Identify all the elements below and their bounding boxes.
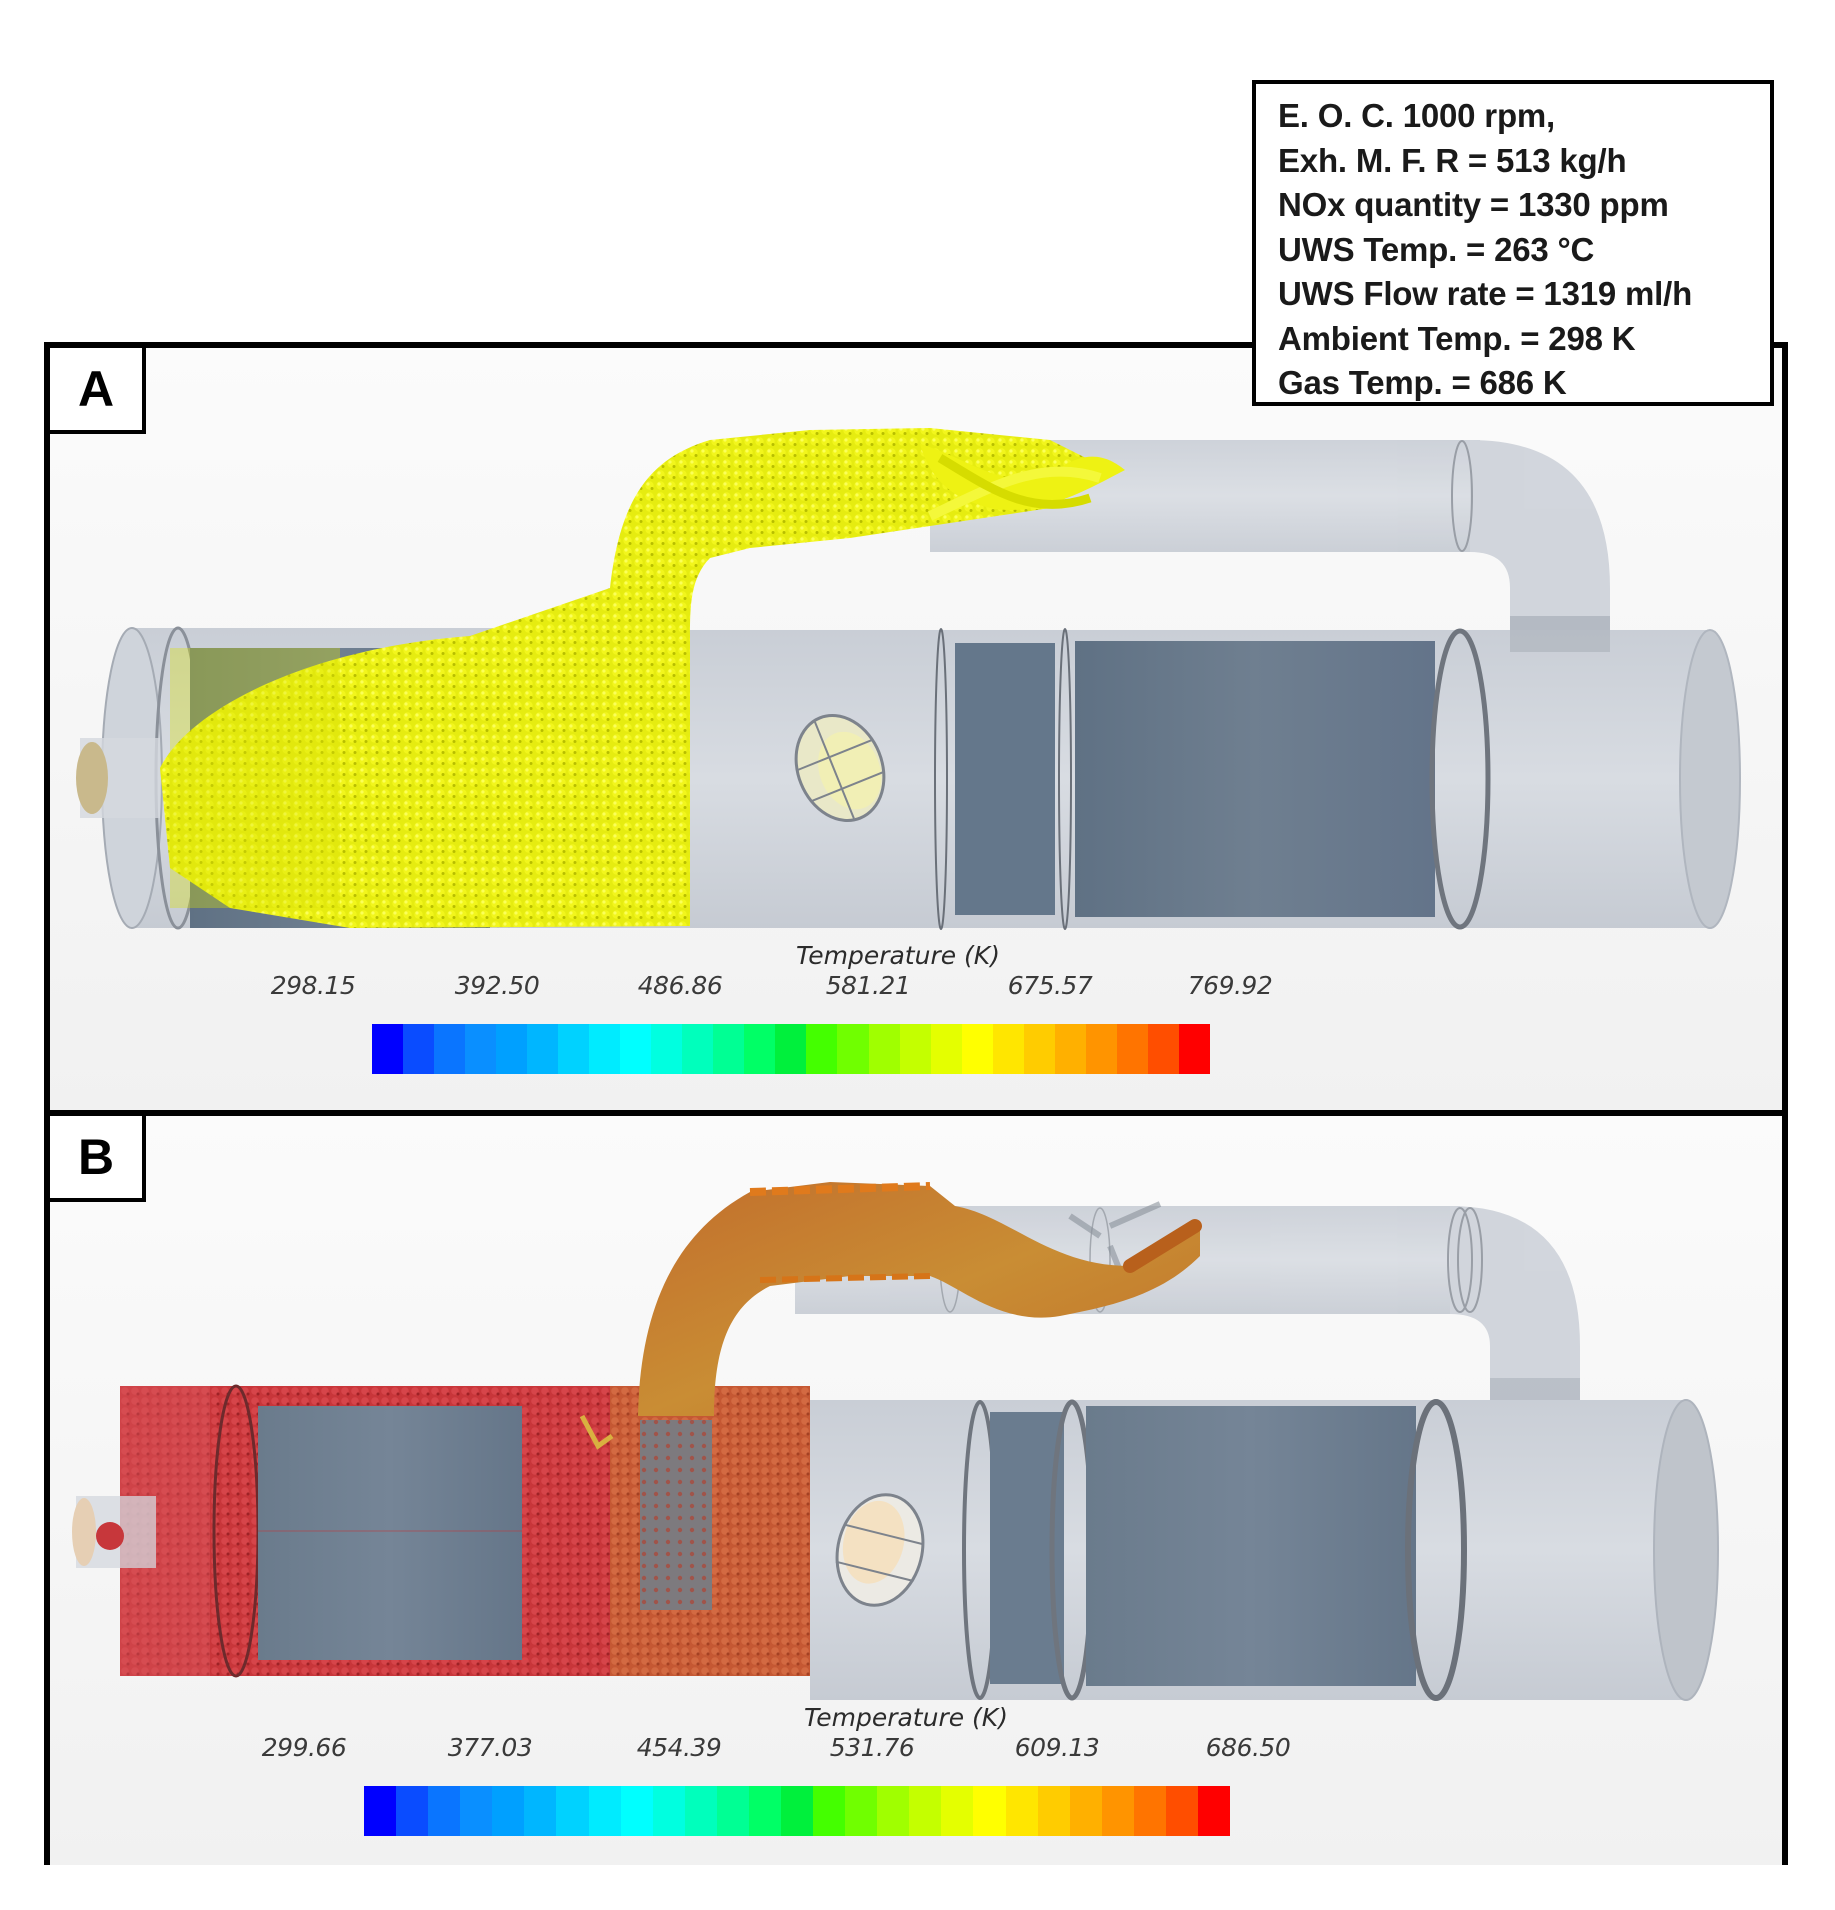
colorbar-band xyxy=(403,1024,435,1074)
uws-spray-plume-b xyxy=(638,1182,1202,1416)
aftertreatment-system-3d-view-a xyxy=(76,428,1741,930)
colorbar-tick-b-1: 377.03 xyxy=(447,1733,533,1762)
colorbar-band xyxy=(396,1786,429,1836)
colorbar-band xyxy=(1069,1786,1102,1836)
operating-conditions-box: E. O. C. 1000 rpm, Exh. M. F. R = 513 kg… xyxy=(1252,80,1774,406)
colorbar-band xyxy=(909,1786,942,1836)
colorbar-tick-a-2: 486.86 xyxy=(637,971,723,1000)
colorbar-band xyxy=(837,1024,869,1074)
panel-label-b: B xyxy=(50,1116,146,1202)
colorbar-band xyxy=(899,1024,931,1074)
colorbar-band xyxy=(682,1024,714,1074)
panel-a: A xyxy=(50,348,1782,1110)
colorbar-band xyxy=(434,1024,466,1074)
colorbar-band xyxy=(1037,1786,1070,1836)
colorbar-tick-a-5: 769.92 xyxy=(1187,971,1273,1000)
figure-frame: A xyxy=(44,342,1788,1865)
doc-dpf-canister xyxy=(72,1384,810,1678)
colorbar-b xyxy=(364,1786,1231,1836)
colorbar-band xyxy=(1165,1786,1199,1836)
info-line-ambient-temp: Ambient Temp. = 298 K xyxy=(1278,319,1636,357)
colorbar-band xyxy=(1005,1786,1038,1836)
colorbar-band xyxy=(877,1786,910,1836)
scr-canister xyxy=(810,1399,1719,1701)
colorbar-band xyxy=(492,1786,525,1836)
colorbar-title-b: Temperature (K) xyxy=(804,1703,1008,1732)
colorbar-band xyxy=(1178,1024,1210,1074)
colorbar-band xyxy=(868,1024,900,1074)
colorbar-band xyxy=(372,1024,404,1074)
colorbar-band xyxy=(992,1024,1024,1074)
colorbar-tick-a-4: 675.57 xyxy=(1007,971,1093,1000)
colorbar-band xyxy=(713,1024,745,1074)
colorbar-band xyxy=(465,1024,497,1074)
colorbar-band xyxy=(652,1786,685,1836)
colorbar-tick-b-5: 686.50 xyxy=(1205,1733,1291,1762)
colorbar-band xyxy=(716,1786,749,1836)
colorbar-tick-b-4: 609.13 xyxy=(1014,1733,1100,1762)
colorbar-band xyxy=(806,1024,838,1074)
colorbar-band xyxy=(813,1786,846,1836)
panel-divider xyxy=(50,1110,1782,1116)
colorbar-band xyxy=(973,1786,1006,1836)
colorbar-band xyxy=(651,1024,683,1074)
colorbar-band xyxy=(556,1786,589,1836)
colorbar-band xyxy=(930,1024,962,1074)
colorbar-tick-b-3: 531.76 xyxy=(829,1733,915,1762)
mixer-element xyxy=(794,714,886,822)
colorbar-band xyxy=(496,1024,528,1074)
uws-spray-plume-a xyxy=(160,428,1125,928)
info-line-engine-speed: E. O. C. 1000 rpm, xyxy=(1278,97,1556,134)
info-line-exhaust-mass-flow: Exh. M. F. R = 513 kg/h xyxy=(1278,141,1627,179)
colorbar-band xyxy=(527,1024,559,1074)
colorbar-tick-b-2: 454.39 xyxy=(636,1733,722,1762)
colorbar-band xyxy=(364,1786,397,1836)
colorbar-band xyxy=(588,1786,621,1836)
colorbar-band xyxy=(1023,1024,1055,1074)
info-line-uws-temp: UWS Temp. = 263 °C xyxy=(1278,230,1595,268)
colorbar-band xyxy=(1054,1024,1086,1074)
colorbar-band xyxy=(1085,1024,1117,1074)
colorbar-band xyxy=(460,1786,493,1836)
colorbar-band xyxy=(961,1024,993,1074)
colorbar-band xyxy=(1101,1786,1134,1836)
colorbar-band xyxy=(524,1786,557,1836)
colorbar-band xyxy=(1198,1786,1231,1836)
colorbar-band xyxy=(775,1024,807,1074)
colorbar-band xyxy=(781,1786,814,1836)
colorbar-band xyxy=(1133,1786,1166,1836)
colorbar-band xyxy=(941,1786,974,1836)
aftertreatment-system-3d-view-b xyxy=(72,1182,1719,1701)
colorbar-band xyxy=(558,1024,590,1074)
colorbar-band xyxy=(1147,1024,1179,1074)
colorbar-tick-a-0: 298.15 xyxy=(270,971,356,1000)
panel-label-a: A xyxy=(50,348,146,434)
colorbar-band xyxy=(589,1024,621,1074)
colorbar-band xyxy=(620,1786,653,1836)
colorbar-band xyxy=(748,1786,782,1836)
colorbar-tick-b-0: 299.66 xyxy=(261,1733,347,1762)
colorbar-title-a: Temperature (K) xyxy=(796,941,1000,970)
mixer-element xyxy=(835,1493,925,1607)
colorbar-band xyxy=(744,1024,776,1074)
colorbar-tick-a-1: 392.50 xyxy=(454,971,540,1000)
colorbar-band xyxy=(428,1786,461,1836)
info-line-uws-flow-rate: UWS Flow rate = 1319 ml/h xyxy=(1278,275,1693,312)
colorbar-band xyxy=(845,1786,878,1836)
colorbar-band xyxy=(620,1024,652,1074)
colorbar-a xyxy=(372,1024,1210,1074)
colorbar-band xyxy=(684,1786,717,1836)
colorbar-band xyxy=(1116,1024,1148,1074)
info-line-gas-temp: Gas Temp. = 686 K xyxy=(1278,364,1567,401)
panel-b: B xyxy=(50,1116,1782,1865)
colorbar-tick-a-3: 581.21 xyxy=(825,971,911,1000)
info-line-nox-quantity: NOx quantity = 1330 ppm xyxy=(1278,186,1669,223)
